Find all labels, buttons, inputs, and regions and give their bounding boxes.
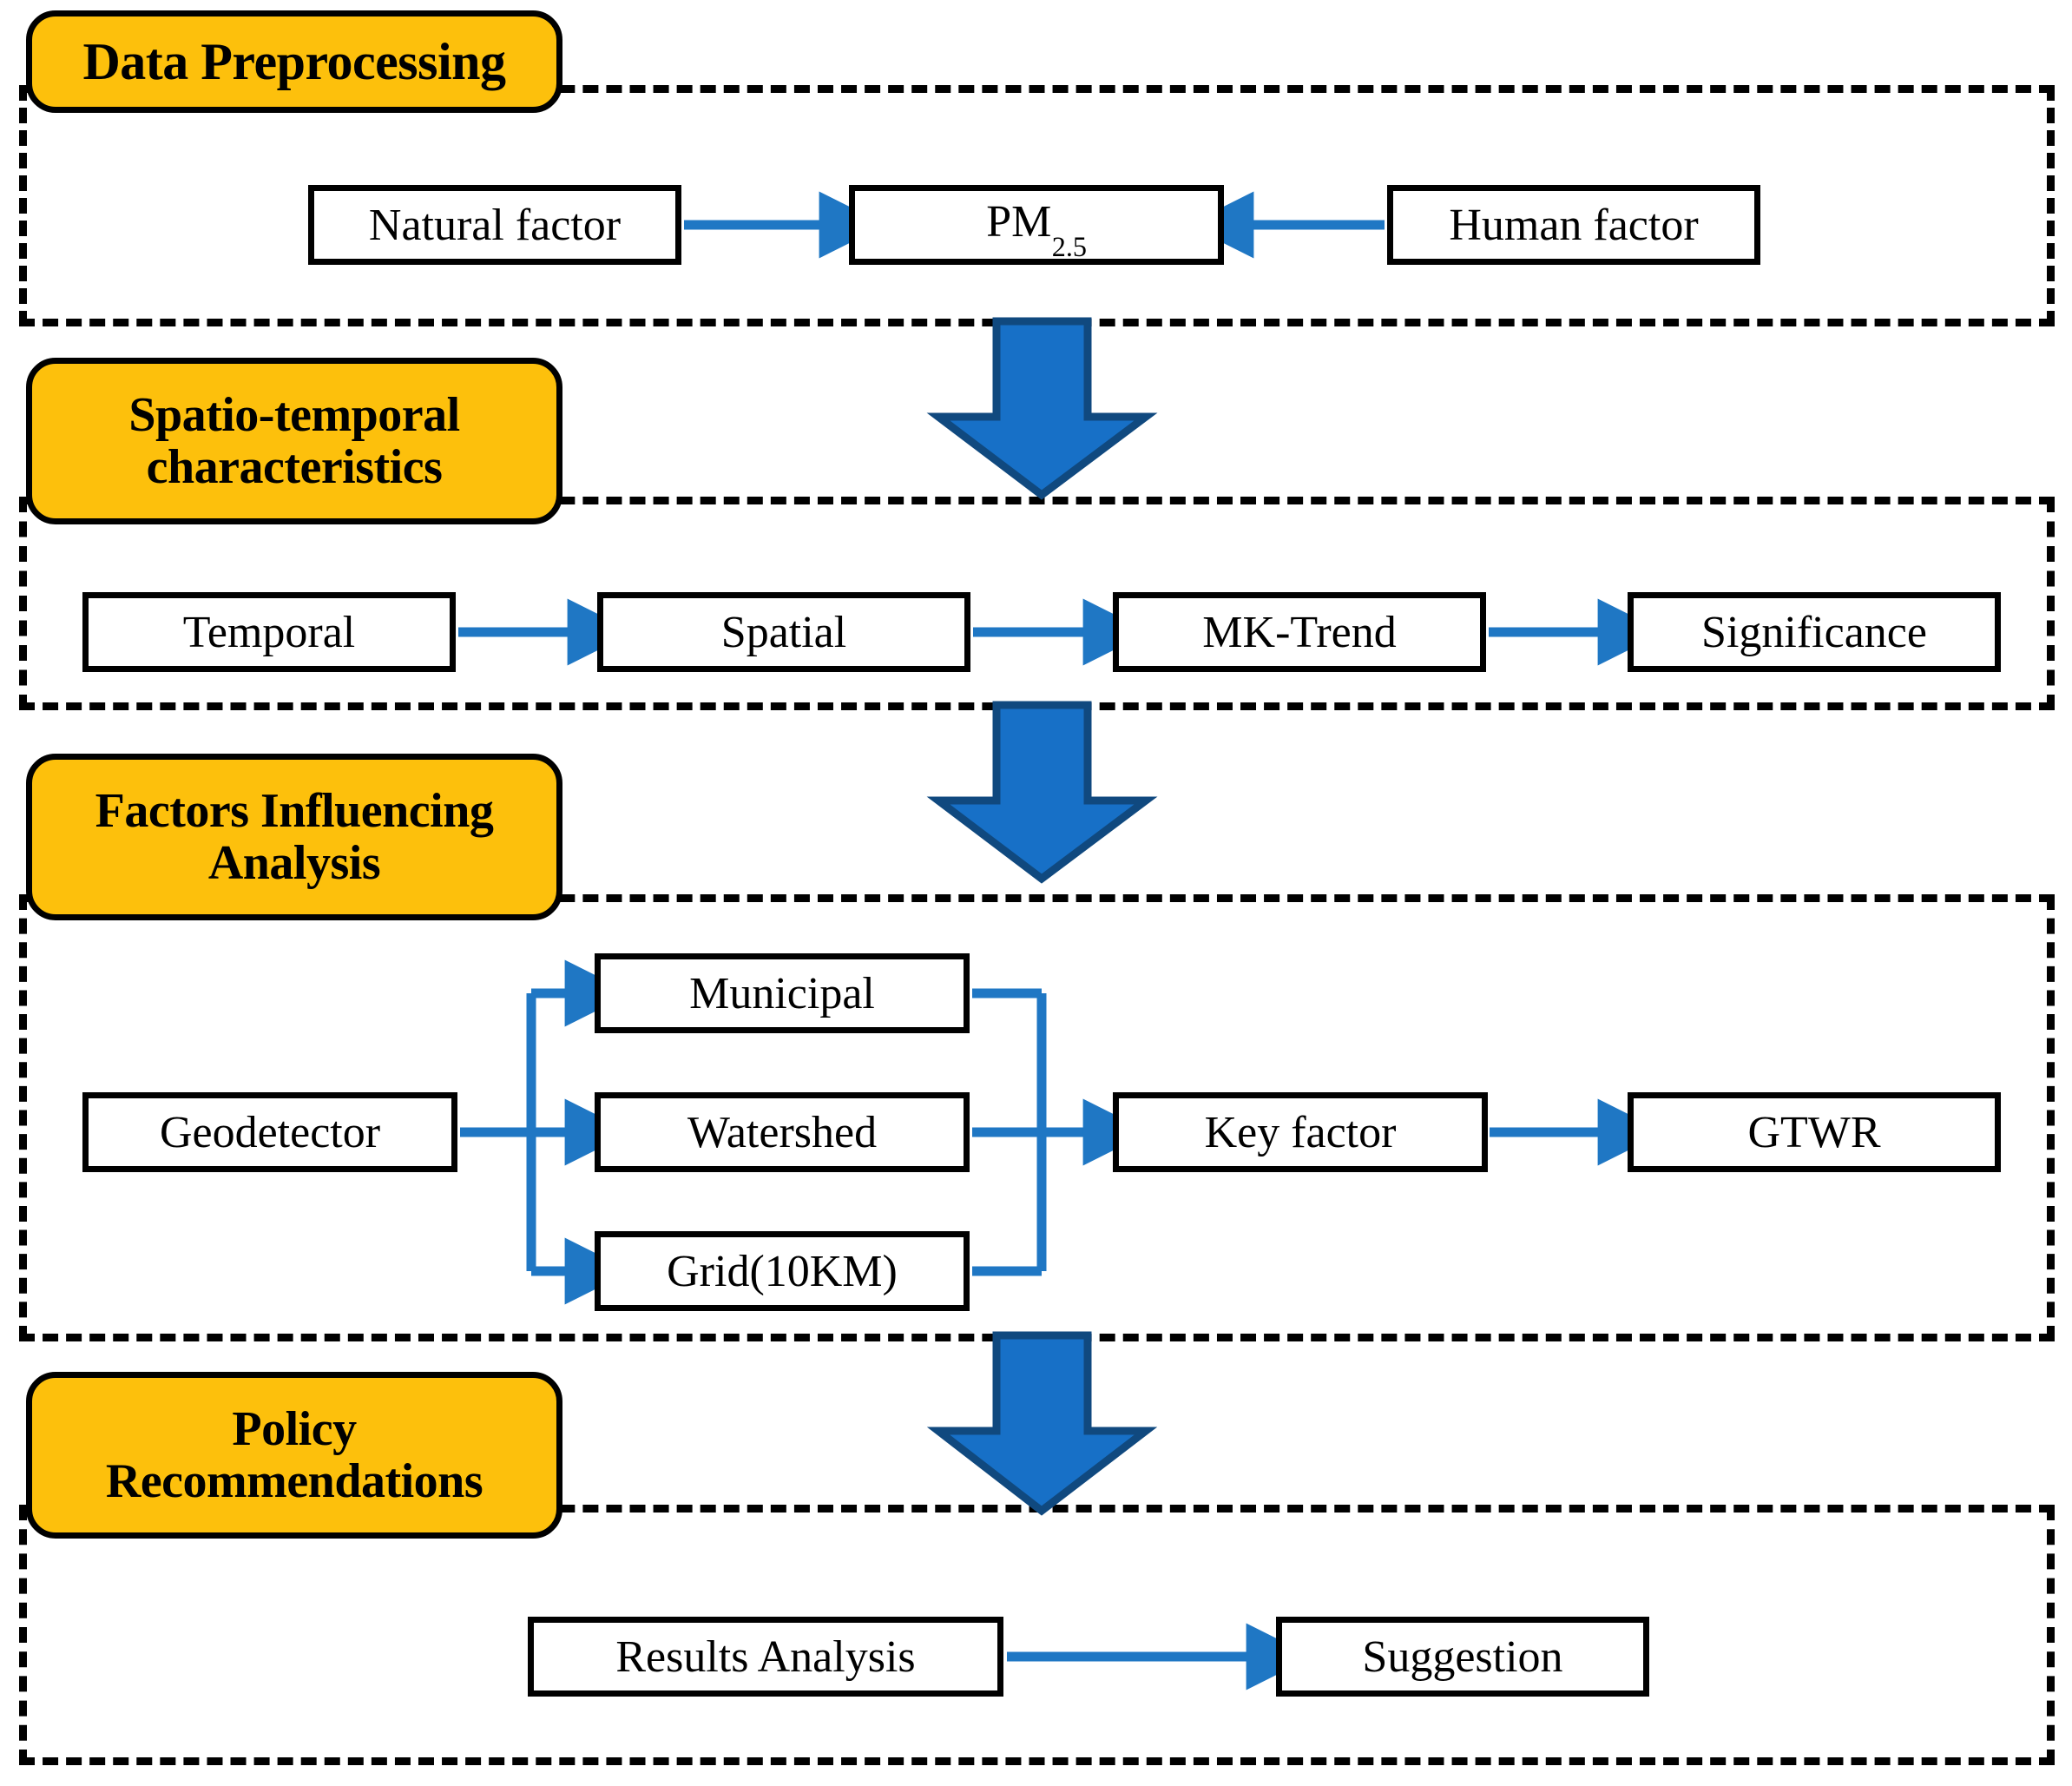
node-temporal-label: Temporal <box>182 607 356 657</box>
node-gtwr-label: GTWR <box>1747 1107 1881 1157</box>
node-gtwr[interactable]: GTWR <box>1628 1092 2001 1172</box>
node-spatial-label: Spatial <box>720 607 847 657</box>
node-temporal[interactable]: Temporal <box>82 592 456 672</box>
node-grid-10km-label: Grid(10KM) <box>667 1246 898 1296</box>
node-spatial[interactable]: Spatial <box>597 592 970 672</box>
node-significance-label: Significance <box>1701 607 1927 657</box>
node-key-factor-label: Key factor <box>1204 1107 1397 1157</box>
header-policy-recommendations-line2: Recommendations <box>105 1454 483 1508</box>
node-human-factor[interactable]: Human factor <box>1387 185 1760 265</box>
node-results-analysis[interactable]: Results Analysis <box>528 1617 1003 1697</box>
node-grid-10km[interactable]: Grid(10KM) <box>595 1231 970 1311</box>
node-geodetector[interactable]: Geodetector <box>82 1092 457 1172</box>
header-factors-influencing-line1: Factors Influencing <box>95 783 494 838</box>
header-factors-influencing: Factors Influencing Analysis <box>26 754 562 920</box>
stage-arrow-2 <box>926 701 1158 884</box>
header-policy-recommendations: Policy Recommendations <box>26 1372 562 1539</box>
edge-merge-to-keyfactor <box>972 988 1150 1276</box>
node-watershed[interactable]: Watershed <box>595 1092 970 1172</box>
header-spatio-temporal: Spatio-temporal characteristics <box>26 358 562 524</box>
edge-geodetector-split <box>460 959 632 1305</box>
node-pm25-subscript: 2.5 <box>1051 230 1088 262</box>
node-results-analysis-label: Results Analysis <box>615 1631 916 1682</box>
node-human-factor-label: Human factor <box>1449 200 1699 250</box>
node-suggestion-label: Suggestion <box>1362 1631 1563 1682</box>
node-natural-factor-label: Natural factor <box>368 200 622 250</box>
stage-arrow-3 <box>926 1331 1158 1516</box>
header-spatio-temporal-line1: Spatio-temporal <box>128 387 460 442</box>
node-geodetector-label: Geodetector <box>159 1107 381 1157</box>
node-suggestion[interactable]: Suggestion <box>1276 1617 1649 1697</box>
node-municipal[interactable]: Municipal <box>595 953 970 1033</box>
header-data-preprocessing: Data Preprocessing <box>26 10 562 113</box>
node-significance[interactable]: Significance <box>1628 592 2001 672</box>
node-municipal-label: Municipal <box>689 968 875 1018</box>
node-pm25-label: PM2.5 <box>986 197 1088 262</box>
header-policy-recommendations-line1: Policy <box>232 1401 357 1456</box>
node-natural-factor[interactable]: Natural factor <box>308 185 681 265</box>
stage-arrow-1 <box>926 317 1158 500</box>
node-mk-trend[interactable]: MK-Trend <box>1113 592 1486 672</box>
header-factors-influencing-line2: Analysis <box>207 836 381 890</box>
node-mk-trend-label: MK-Trend <box>1202 607 1397 657</box>
node-watershed-label: Watershed <box>687 1107 878 1157</box>
header-spatio-temporal-line2: characteristics <box>146 440 443 494</box>
header-data-preprocessing-label: Data Preprocessing <box>82 32 506 90</box>
